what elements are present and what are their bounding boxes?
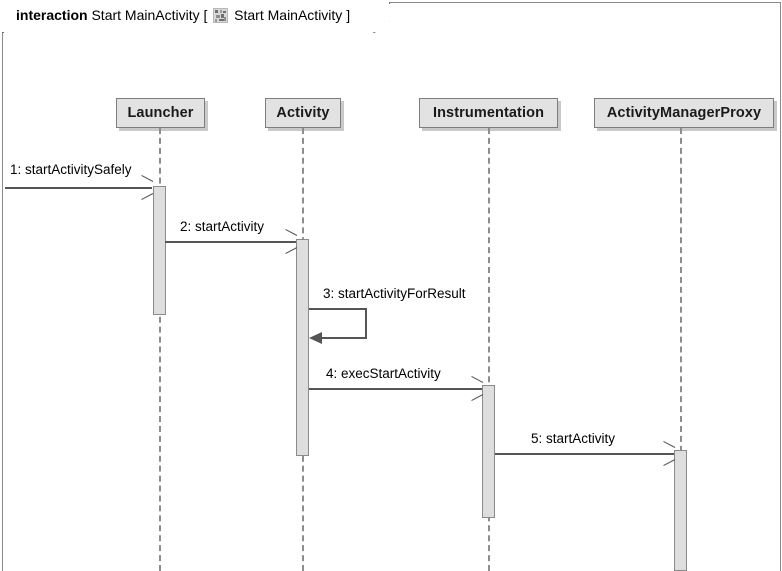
message-label-5: 5: startActivity: [531, 431, 616, 446]
bracket-open: [: [203, 7, 208, 23]
lifeline-head-activity[interactable]: Activity: [265, 98, 341, 128]
message-line-3-top: [309, 308, 367, 310]
interaction-name: Start MainActivity: [91, 7, 200, 23]
lifeline-head-activity-manager-proxy[interactable]: ActivityManagerProxy: [594, 98, 774, 128]
interaction-keyword: interaction: [16, 7, 88, 23]
message-line-4: [309, 388, 482, 390]
interaction-frame-tab: [2, 2, 390, 33]
lifeline-head-launcher[interactable]: Launcher: [116, 98, 205, 128]
message-label-3: 3: startActivityForResult: [323, 286, 466, 301]
message-arrowhead-3: [309, 332, 322, 344]
message-line-3-bottom: [321, 337, 367, 339]
bracket-close: ]: [346, 7, 351, 23]
interaction-ref-name: Start MainActivity: [234, 7, 343, 23]
message-label-2: 2: startActivity: [180, 219, 265, 234]
message-line-3-right: [365, 308, 367, 337]
activation-bar-instrumentation: [482, 385, 495, 518]
lifeline-dash-activity-manager-proxy: [680, 128, 682, 571]
message-label-4: 4: execStartActivity: [326, 366, 441, 381]
interaction-diagram-icon: [213, 8, 229, 23]
activation-bar-activity-manager-proxy: [674, 450, 687, 571]
message-line-2: [165, 241, 296, 243]
message-line-5: [495, 453, 674, 455]
interaction-frame-label: interaction Start MainActivity [ Start M…: [16, 5, 350, 25]
message-label-1: 1: startActivitySafely: [10, 162, 132, 177]
interaction-frame-tab-fill: [4, 4, 390, 33]
lifeline-dash-launcher: [159, 128, 161, 571]
lifeline-head-instrumentation[interactable]: Instrumentation: [419, 98, 558, 128]
lifeline-dash-instrumentation: [488, 128, 490, 571]
activation-bar-launcher: [153, 186, 166, 315]
activation-bar-activity: [296, 239, 309, 456]
message-line-1: [5, 187, 152, 189]
